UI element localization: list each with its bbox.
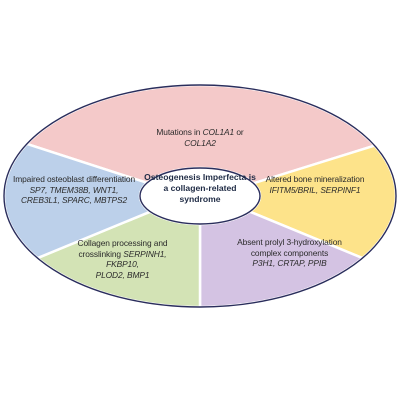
left-label-genes-1: SP7, TMEM38B, WNT1, xyxy=(29,184,119,195)
center-title-line2: is a collagen-related syndrome xyxy=(163,172,256,204)
top-label-prefix: Mutations in xyxy=(156,127,203,137)
center-ellipse xyxy=(139,167,261,225)
top-label-gene-b: COL1A2 xyxy=(184,137,216,148)
bottom-left-label-genes-b: PLOD2, BMP1 xyxy=(95,269,150,280)
top-label-joiner: or xyxy=(234,127,244,137)
bottom-left-label-genes-a: SERPINH1, FKBP10, xyxy=(106,248,167,270)
label-bottom-left-segment: Collagen processing and crosslinking SER… xyxy=(70,238,175,280)
bottom-right-label-title-2: complex components xyxy=(250,247,329,258)
label-bottom-right-segment: Absent prolyl 3-hydroxylation complex co… xyxy=(232,237,347,269)
bottom-right-label-title-1: Absent prolyl 3-hydroxylation xyxy=(237,237,342,247)
label-left-segment: Impaired osteoblast differentiation SP7,… xyxy=(10,174,138,206)
center-title-line1: Osteogenesis Imperfecta xyxy=(144,172,247,182)
label-right-segment: Altered bone mineralization IFITM5/BRIL,… xyxy=(260,174,370,195)
top-label-gene-a: COL1A1 xyxy=(202,127,235,137)
bottom-left-label-title: Collagen processing and xyxy=(77,238,168,248)
left-label-genes-2: CREB3L1, SPARC, MBTPS2 xyxy=(20,195,128,206)
right-label-title: Altered bone mineralization xyxy=(265,174,365,184)
outer-ellipse-outline xyxy=(3,84,397,308)
left-label-title: Impaired osteoblast differentiation xyxy=(12,174,136,184)
right-label-genes: IFITM5/BRIL, SERPINF1 xyxy=(269,184,361,195)
bottom-left-label-prefix: crosslinking xyxy=(78,248,124,259)
bottom-left-label-line2: crosslinking SERPINH1, FKBP10, xyxy=(70,249,175,270)
center-title: Osteogenesis Imperfecta is a collagen-re… xyxy=(144,172,256,205)
label-top-segment: Mutations in COL1A1 or COL1A2 xyxy=(140,127,260,148)
bottom-right-label-genes: P3H1, CRTAP, PPIB xyxy=(252,258,327,269)
